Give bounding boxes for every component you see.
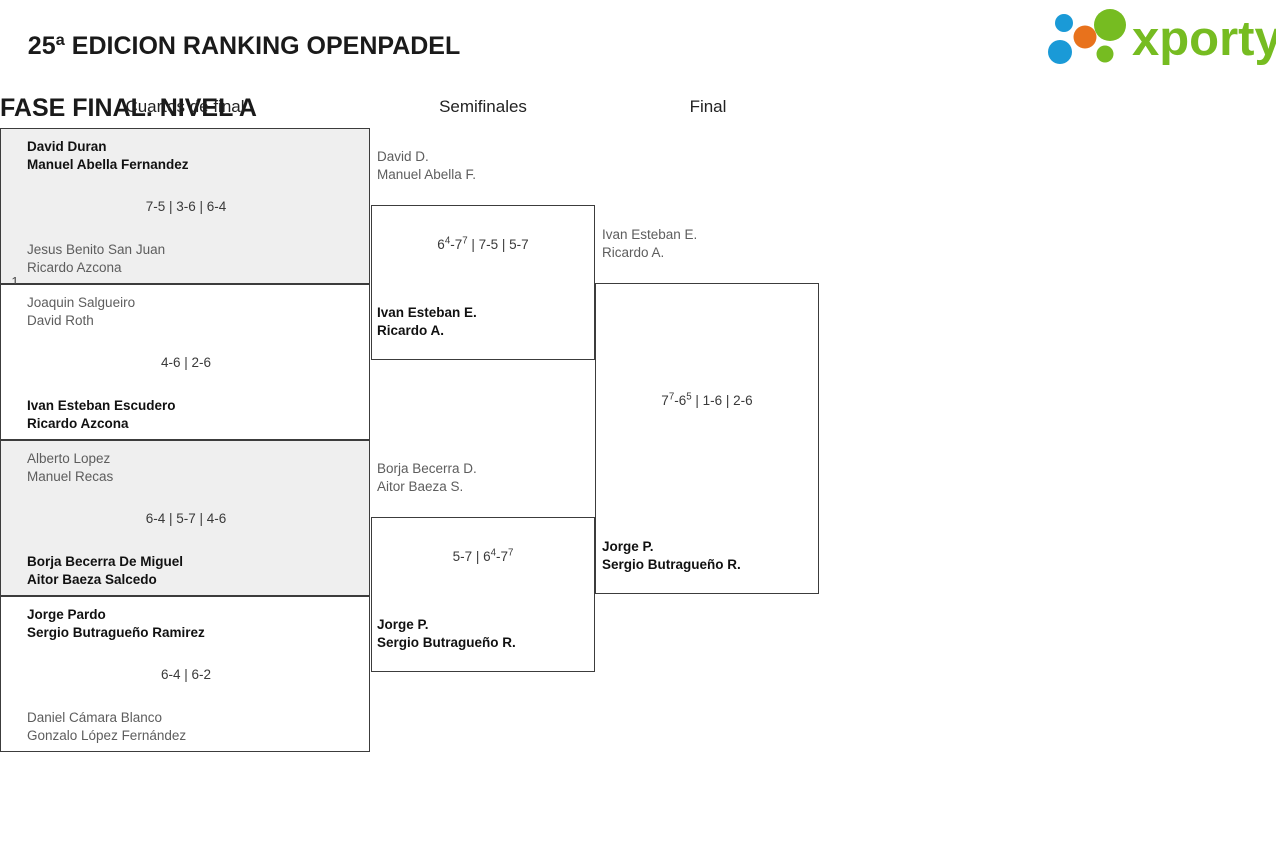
logo-dot-green-large (1094, 9, 1126, 41)
logo-dot-orange (1073, 25, 1097, 49)
sf2-top-player-2: Aitor Baeza S. (377, 479, 464, 494)
team-player-2: Manuel Abella Fernandez (27, 157, 189, 172)
team-player-1: Jesus Benito San Juan (27, 242, 166, 257)
sf1-bottom-player-2: Ricardo A. (377, 323, 445, 338)
team-player-2: Gonzalo López Fernández (27, 728, 187, 743)
team-player-2: Ricardo Azcona (27, 260, 122, 275)
logo-dot-green-small (1096, 45, 1114, 63)
match-score: 6-4 | 6-2 (160, 667, 212, 682)
team-player-2: Manuel Recas (27, 469, 114, 484)
final-top-player-2: Ricardo A. (602, 245, 665, 260)
team-player-1: Daniel Cámara Blanco (27, 710, 163, 725)
team-player-1: Borja Becerra De Miguel (27, 554, 184, 569)
final-score: 77-65 | 1-6 | 2-6 (661, 391, 753, 408)
seed-number: 1 (11, 274, 19, 289)
sf1-bottom-player-1: Ivan Esteban E. (377, 305, 477, 320)
team-player-1: Alberto Lopez (27, 451, 111, 466)
team-player-1: Ivan Esteban Escudero (27, 398, 176, 413)
match-qf3[interactable]: 5 Alberto Lopez Manuel Recas 6-4 | 5-7 |… (0, 440, 370, 596)
match-score: 6-4 | 5-7 | 4-6 (145, 511, 227, 526)
match-qf1[interactable]: 1 David Duran Manuel Abella Fernandez 7-… (0, 128, 370, 392)
team-player-1: David Duran (27, 139, 107, 154)
xporty-logo: xporty (1048, 8, 1280, 66)
team-player-2: Aitor Baeza Salcedo (27, 572, 157, 587)
logo-dot-blue-top (1055, 14, 1073, 32)
match-score: 4-6 | 2-6 (160, 355, 212, 370)
final-bottom-player-1: Jorge P. (602, 539, 654, 554)
match-qf4[interactable]: 7 Jorge Pardo Sergio Butragueño Ramirez … (0, 596, 370, 752)
page-title-line2: FASE FINAL. NIVEL A (0, 94, 257, 122)
team-player-1: Jorge Pardo (27, 607, 106, 622)
sf1-score: 64-77 | 7-5 | 5-7 (437, 235, 529, 252)
team-player-2: Sergio Butragueño Ramirez (27, 625, 205, 640)
sf1-top-player-2: Manuel Abella F. (377, 167, 477, 182)
sf2-top-player-1: Borja Becerra D. (377, 461, 477, 476)
team-player-2: Ricardo Azcona (27, 416, 129, 431)
final-top-player-1: Ivan Esteban E. (602, 227, 698, 242)
match-score: 7-5 | 3-6 | 6-4 (145, 199, 227, 214)
match-sf2[interactable] (371, 517, 595, 672)
team-player-2: David Roth (27, 313, 94, 328)
column-header-quarterfinals: Cuartos de final (125, 97, 245, 116)
column-header-semifinals: Semifinales (439, 97, 527, 116)
match-sf1[interactable] (371, 205, 595, 360)
page-title-line1: 25ª EDICION RANKING OPENPADEL (27, 32, 461, 60)
sf1-top-player-1: David D. (377, 149, 429, 164)
sf2-bottom-player-2: Sergio Butragueño R. (377, 635, 516, 650)
logo-wordmark: xporty (1132, 12, 1276, 66)
match-qf2[interactable]: 3 Joaquin Salgueiro David Roth 4-6 | 2-6… (0, 284, 370, 704)
page-title: 25ª EDICION RANKING OPENPADEL FASE FINAL… (0, 0, 460, 186)
sf2-score: 5-7 | 64-77 (452, 547, 514, 564)
match-final[interactable] (595, 283, 819, 594)
team-player-1: Joaquin Salgueiro (27, 295, 136, 310)
logo-dot-blue-bottom (1048, 40, 1072, 64)
sf2-bottom-player-1: Jorge P. (377, 617, 429, 632)
column-header-final: Final (689, 97, 727, 116)
final-bottom-player-2: Sergio Butragueño R. (602, 557, 741, 572)
